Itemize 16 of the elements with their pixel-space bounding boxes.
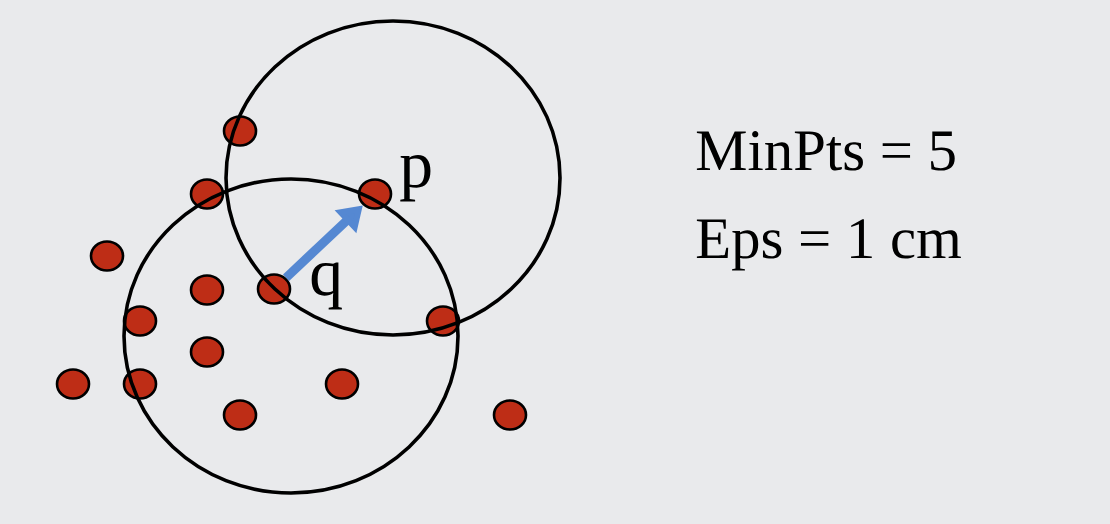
data-point bbox=[189, 178, 225, 210]
point-label: p bbox=[400, 155, 431, 202]
data-point bbox=[189, 336, 225, 368]
data-point bbox=[89, 240, 125, 272]
data-point bbox=[122, 368, 158, 400]
data-point bbox=[425, 305, 461, 337]
data-point bbox=[324, 368, 360, 400]
data-point bbox=[189, 274, 225, 306]
data-point bbox=[222, 399, 258, 431]
parameter-text: Eps = 1 cm bbox=[696, 219, 961, 271]
point-label: q bbox=[311, 262, 342, 310]
data-point bbox=[55, 368, 91, 400]
parameter-text: MinPts = 5 bbox=[696, 131, 955, 171]
data-point bbox=[492, 399, 528, 431]
data-point bbox=[222, 115, 258, 147]
data-point bbox=[122, 305, 158, 337]
